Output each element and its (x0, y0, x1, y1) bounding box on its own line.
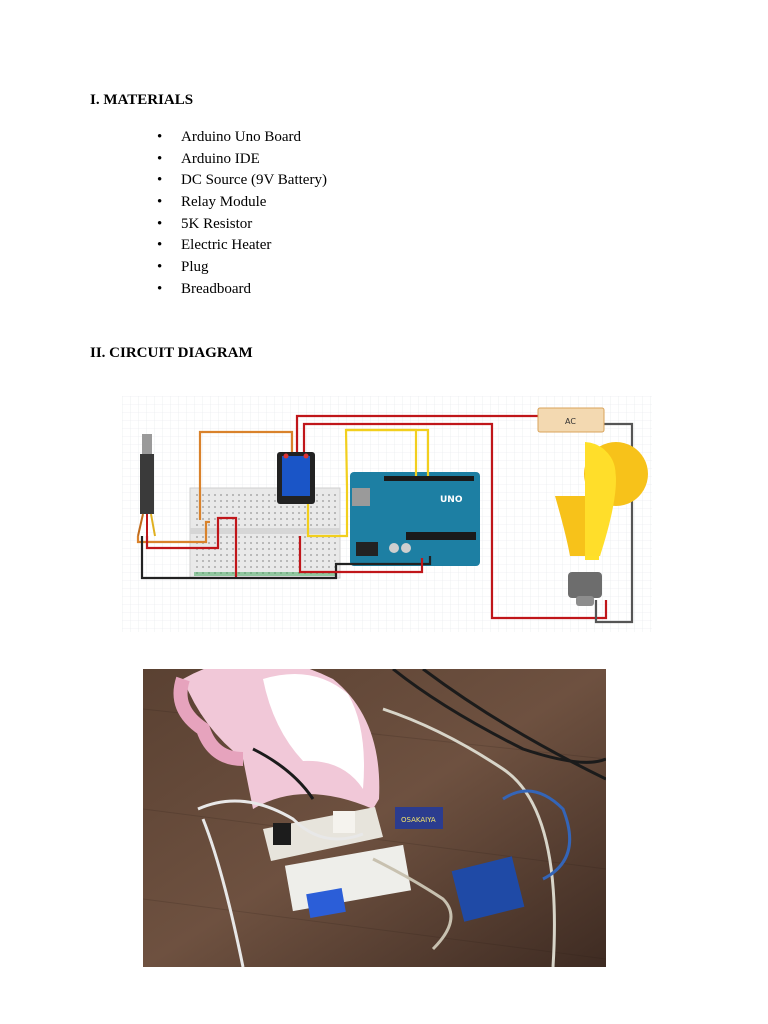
arduino-uno: UNO (350, 472, 480, 566)
relay-photo (306, 888, 346, 918)
light-bulb (555, 442, 648, 606)
list-item: Electric Heater (157, 235, 327, 257)
power-strip (263, 807, 383, 861)
materials-heading: I. MATERIALS (90, 92, 194, 108)
materials-list: Arduino Uno Board Arduino IDE DC Source … (157, 127, 327, 301)
circuit-diagram: UNO AC (122, 396, 652, 632)
list-item: 5K Resistor (157, 214, 327, 236)
battery-label: OSAKAIYA (401, 816, 436, 824)
list-item: DC Source (9V Battery) (157, 170, 327, 192)
circuit-diagram-heading: II. CIRCUIT DIAGRAM (90, 345, 253, 361)
ac-source: AC (537, 407, 605, 433)
list-item: Arduino Uno Board (157, 127, 327, 149)
9v-battery: OSAKAIYA (395, 807, 443, 829)
electric-kettle (173, 669, 380, 809)
list-item: Relay Module (157, 192, 327, 214)
arduino-photo (451, 856, 525, 922)
list-item: Arduino IDE (157, 149, 327, 171)
ac-label: AC (565, 417, 576, 426)
relay-module (277, 452, 315, 504)
wires (136, 414, 634, 624)
list-item: Breadboard (157, 279, 327, 301)
breadboard (189, 487, 341, 579)
cables (197, 669, 606, 967)
temperature-sensor (137, 434, 156, 537)
list-item: Plug (157, 257, 327, 279)
uno-label: UNO (440, 495, 463, 505)
hardware-photo: OSAKAIYA (143, 669, 606, 967)
